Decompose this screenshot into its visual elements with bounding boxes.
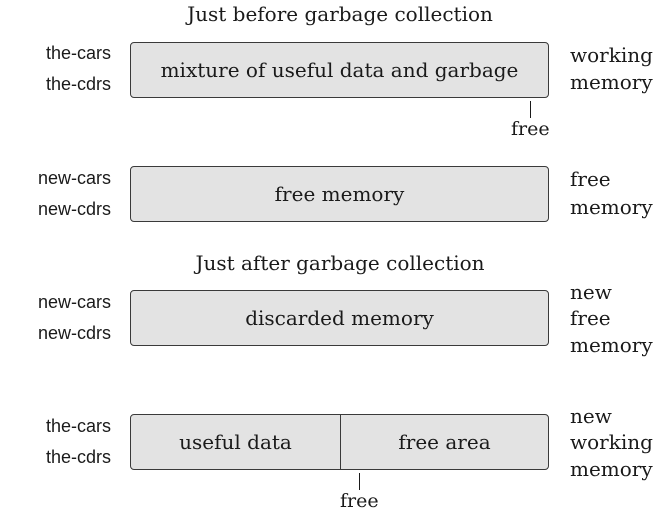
useful-data-section: useful data bbox=[131, 415, 341, 469]
new-working-memory-label-line-3: memory bbox=[570, 457, 653, 481]
new-free-memory-label-line-2: free bbox=[570, 306, 611, 330]
free-memory-box-text: free memory bbox=[274, 182, 405, 206]
free-memory-label-line-1: free bbox=[570, 167, 611, 191]
after-gc-title: Just after garbage collection bbox=[195, 251, 485, 275]
new-working-memory-box: useful data free area bbox=[130, 414, 549, 470]
discarded-memory-box-text: discarded memory bbox=[245, 306, 434, 330]
free-area-text: free area bbox=[398, 430, 491, 454]
discarded-memory-box: discarded memory bbox=[130, 290, 549, 346]
free-pointer-label-after: free bbox=[340, 490, 379, 512]
new-cars-label: new-cars bbox=[37, 168, 111, 188]
free-pointer-label: free bbox=[511, 118, 550, 140]
new-cdrs-label-after: new-cdrs bbox=[37, 323, 111, 343]
new-working-memory-label-line-1: new bbox=[570, 404, 612, 428]
useful-data-text: useful data bbox=[179, 430, 292, 454]
working-memory-box-text: mixture of useful data and garbage bbox=[160, 58, 519, 82]
working-memory-label-line-2: memory bbox=[570, 70, 653, 94]
the-cdrs-label-after: the-cdrs bbox=[45, 447, 111, 467]
free-pointer-tick-after bbox=[359, 473, 361, 490]
new-cars-label-after: new-cars bbox=[37, 292, 111, 312]
new-cdrs-label: new-cdrs bbox=[37, 199, 111, 219]
working-memory-box: mixture of useful data and garbage bbox=[130, 42, 549, 98]
the-cdrs-label: the-cdrs bbox=[45, 74, 111, 94]
before-gc-title: Just before garbage collection bbox=[187, 2, 493, 26]
free-area-section: free area bbox=[341, 415, 548, 469]
free-memory-box: free memory bbox=[130, 166, 549, 222]
new-free-memory-label-line-1: new bbox=[570, 280, 612, 304]
new-working-memory-label-line-2: working bbox=[570, 430, 653, 454]
the-cars-label: the-cars bbox=[45, 43, 111, 63]
new-free-memory-label-line-3: memory bbox=[570, 333, 653, 357]
working-memory-label-line-1: working bbox=[570, 43, 653, 67]
free-memory-label-line-2: memory bbox=[570, 195, 653, 219]
free-pointer-tick bbox=[530, 101, 532, 118]
the-cars-label-after: the-cars bbox=[45, 416, 111, 436]
